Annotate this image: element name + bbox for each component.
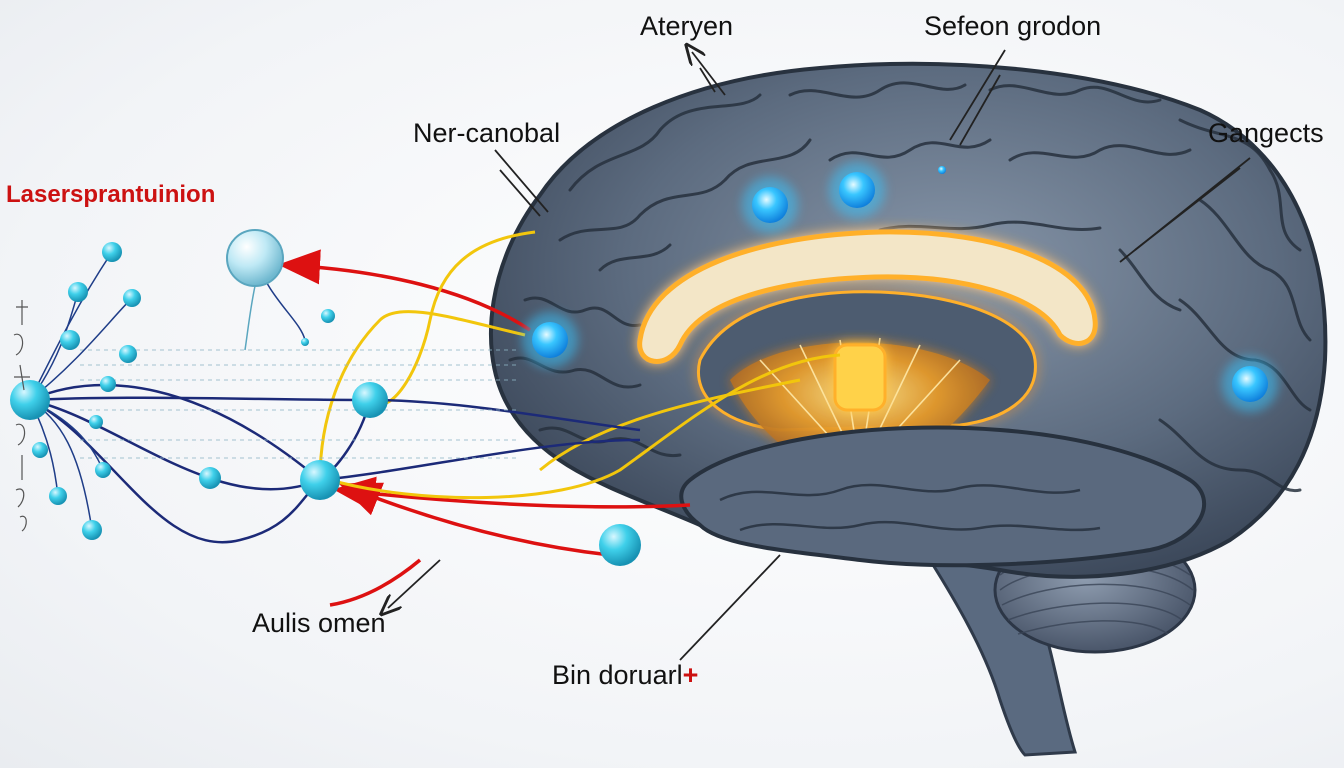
bubble-node	[226, 229, 284, 287]
brain-glow-nodes	[522, 162, 1278, 412]
label-ner-canobal: Ner-canobal	[413, 118, 561, 148]
node	[82, 520, 102, 540]
diagram-title: Lasersprantuinion	[6, 181, 216, 208]
node	[89, 415, 103, 429]
label-gangects: Gangects	[1208, 118, 1324, 148]
neuron-nodes	[10, 229, 641, 566]
node	[100, 376, 116, 392]
node-isolated	[599, 524, 641, 566]
label-bin-doruarl-text: Bin doruarl	[552, 660, 683, 690]
node	[102, 242, 122, 262]
label-bin-doruarl: Bin doruarl+	[552, 662, 698, 689]
corpus-callosum	[637, 229, 1098, 364]
node	[95, 462, 111, 478]
red-connections	[278, 249, 691, 607]
node	[60, 330, 80, 350]
node-small	[301, 338, 309, 346]
scribble-marks	[13, 300, 30, 532]
label-sefeon-grodon: Sefeon grodon	[924, 11, 1102, 41]
node	[49, 487, 67, 505]
node	[119, 345, 137, 363]
pineal-body	[833, 343, 887, 412]
pointer-lines	[388, 50, 1251, 661]
node	[123, 289, 141, 307]
node-origin	[10, 380, 50, 420]
node	[321, 309, 335, 323]
label-ateryen: Ateryen	[640, 11, 734, 41]
node	[199, 467, 221, 489]
navy-connections	[29, 383, 641, 544]
guide-lines	[80, 349, 520, 459]
node	[68, 282, 88, 302]
label-aulis-omen: Aulis omen	[252, 608, 386, 638]
node-hub-lower	[300, 460, 340, 500]
node	[32, 442, 48, 458]
node-hub-upper	[352, 382, 388, 418]
label-bin-doruarl-mark: +	[682, 660, 699, 690]
